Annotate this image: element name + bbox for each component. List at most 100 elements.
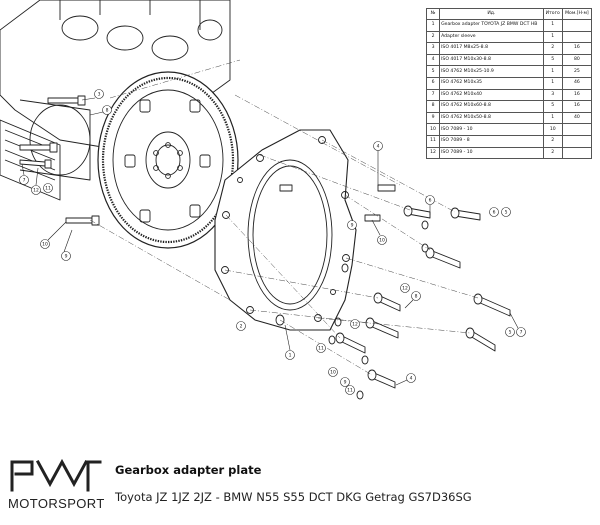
bom-cell-no: 4 — [425, 53, 441, 67]
balloon-number: 9 — [351, 223, 354, 229]
bom-header-name: Ид. — [439, 8, 544, 20]
pmc-logo — [10, 458, 102, 492]
callout-balloon: 11 — [43, 183, 53, 193]
callout-balloon: 12 — [350, 319, 360, 329]
bom-cell-no: 9 — [425, 111, 441, 125]
adapter-plate — [214, 129, 357, 331]
balloon-callouts: 3 8 7 12 11 10 9 4 6 5 6 10 8 12 5 7 2 1… — [19, 89, 526, 395]
bom-cell-qty: 2 — [542, 42, 563, 55]
bom-cell-qty: 1 — [542, 30, 563, 44]
balloon-number: 11 — [347, 388, 353, 394]
callout-balloon: 10 — [328, 367, 338, 377]
bom-cell-qty: 1 — [542, 19, 563, 32]
bom-cell-name: ISO 4017 M8x25-8.8 — [439, 42, 544, 55]
bom-cell-name: Adapter sleeve — [439, 30, 544, 44]
callout-balloon: 4 — [373, 141, 383, 186]
bom-cell-name: ISO 4762 M10x25-10.9 — [439, 65, 544, 78]
bom-cell-torque: 16 — [561, 42, 593, 55]
callout-balloon: 9 — [347, 220, 357, 230]
balloon-number: 4 — [377, 144, 380, 150]
exploded-assembly-drawing: 3 8 7 12 11 10 9 4 6 5 6 10 8 12 5 7 2 1… — [0, 0, 526, 400]
balloon-number: 7 — [23, 178, 26, 184]
balloon-number: 2 — [240, 324, 243, 330]
bom-cell-qty: 2 — [542, 146, 563, 160]
bom-cell-no: 7 — [425, 88, 441, 102]
callout-balloon: 5 — [505, 327, 515, 337]
logo-wordmark: MOTORSPORT — [8, 496, 105, 511]
bom-header-torque: Мoм.[Н·м] — [561, 8, 593, 20]
bom-cell-no: 8 — [425, 100, 441, 113]
balloon-number: 10 — [379, 238, 385, 244]
balloon-number: 10 — [42, 242, 48, 248]
bom-cell-qty: 1 — [542, 76, 563, 90]
callout-balloon: 12 — [31, 167, 41, 195]
bom-cell-no: 2 — [425, 30, 441, 44]
callout-balloon: 2 — [236, 321, 246, 331]
drawing-subtitle: Toyota JZ 1JZ 2JZ - BMW N55 S55 DCT DKG … — [115, 490, 472, 504]
bom-cell-torque — [561, 30, 593, 44]
footer: MOTORSPORT Gearbox adapter plate Toyota … — [0, 448, 600, 525]
balloon-number: 12 — [402, 286, 408, 292]
callout-balloon: 8 — [404, 291, 421, 309]
bolts-right — [279, 184, 511, 389]
bom-cell-name: ISO 4762 M10x50-8.8 — [439, 111, 544, 125]
drawing-title: Gearbox adapter plate — [115, 463, 262, 477]
callout-balloon: 9 — [340, 377, 350, 387]
balloon-number: 7 — [520, 330, 523, 336]
bom-cell-no: 11 — [425, 134, 441, 148]
bom-cell-qty: 1 — [542, 65, 563, 78]
bom-cell-qty: 5 — [542, 53, 563, 67]
bom-cell-no: 1 — [425, 19, 441, 32]
balloon-number: 4 — [410, 376, 413, 382]
bom-cell-torque: 80 — [561, 53, 593, 67]
bom-cell-name: ISO 4762 M10x40 — [439, 88, 544, 102]
callout-balloon: 3 — [81, 89, 104, 101]
bom-cell-name: ISO 4762 M10x60-8.8 — [439, 100, 544, 113]
callout-balloon: 10 — [371, 219, 387, 245]
bom-cell-torque — [561, 134, 593, 148]
bom-header-row: № Ид. Итого Мoм.[Н·м] — [425, 8, 593, 20]
balloon-number: 6 — [493, 210, 496, 216]
balloon-number: 11 — [45, 186, 51, 192]
bom-cell-name: Gearbox adapter TOYOTA JZ BMW DCT HB — [439, 19, 544, 32]
bom-cell-no: 12 — [425, 146, 441, 160]
callout-balloon: 8 — [89, 105, 112, 116]
bom-cell-no: 10 — [425, 123, 441, 136]
bom-cell-torque — [561, 146, 593, 160]
callout-balloon: 12 — [400, 283, 410, 293]
bom-cell-qty: 5 — [542, 100, 563, 113]
bom-cell-name: ISO 7089 - 10 — [439, 123, 544, 136]
flywheel — [97, 71, 239, 249]
callout-balloon: 4 — [395, 373, 416, 386]
callout-balloon: 6 — [489, 207, 499, 217]
callout-balloon: 11 — [316, 343, 326, 353]
balloon-number: 8 — [106, 108, 109, 114]
bom-header-no: № — [425, 8, 441, 20]
bom-cell-torque: 25 — [561, 65, 593, 78]
callout-balloon: 11 — [345, 385, 355, 395]
bom-cell-torque — [561, 123, 593, 136]
bom-header-qty: Итого — [542, 8, 563, 20]
balloon-number: 5 — [509, 330, 512, 336]
bom-cell-qty: 1 — [542, 111, 563, 125]
balloon-number: 12 — [352, 322, 358, 328]
bom-cell-qty: 2 — [542, 134, 563, 148]
assembly-lines — [89, 59, 479, 376]
balloon-number: 5 — [505, 210, 508, 216]
bom-cell-no: 3 — [425, 42, 441, 55]
callout-balloon: 1 — [284, 324, 295, 360]
bom-cell-torque: 16 — [561, 100, 593, 113]
callout-balloon: 10 — [40, 221, 67, 249]
bom-cell-no: 6 — [425, 76, 441, 90]
balloon-number: 10 — [330, 370, 336, 376]
washers — [275, 220, 429, 400]
balloon-number: 1 — [289, 353, 292, 359]
bom-cell-name: ISO 4762 M10x35 — [439, 76, 544, 90]
